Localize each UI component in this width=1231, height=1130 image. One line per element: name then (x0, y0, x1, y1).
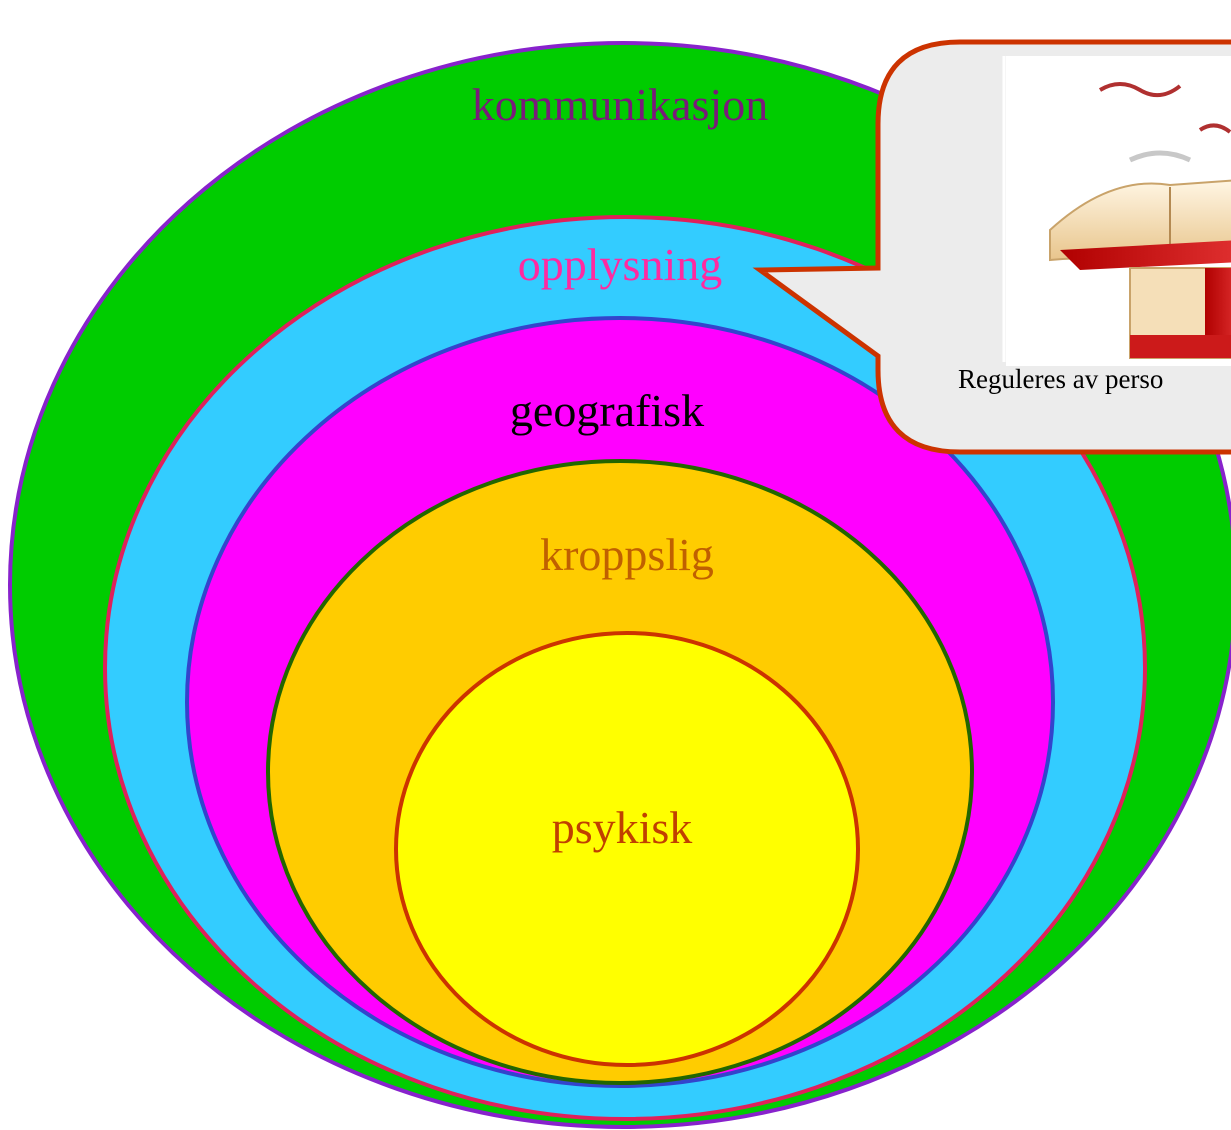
ring-label-psykisk: psykisk (551, 802, 693, 853)
books-with-quill-icon (1006, 56, 1231, 366)
callout-bubble (752, 39, 1231, 455)
ring-label-geografisk: geografisk (509, 385, 705, 436)
ring-label-opplysning: opplysning (517, 239, 723, 290)
ring-label-kommunikasjon: kommunikasjon (471, 79, 769, 130)
ring-psykisk (394, 631, 860, 1067)
ring-label-kroppslig: kroppslig (540, 529, 714, 580)
callout-caption: Reguleres av perso (958, 364, 1164, 394)
